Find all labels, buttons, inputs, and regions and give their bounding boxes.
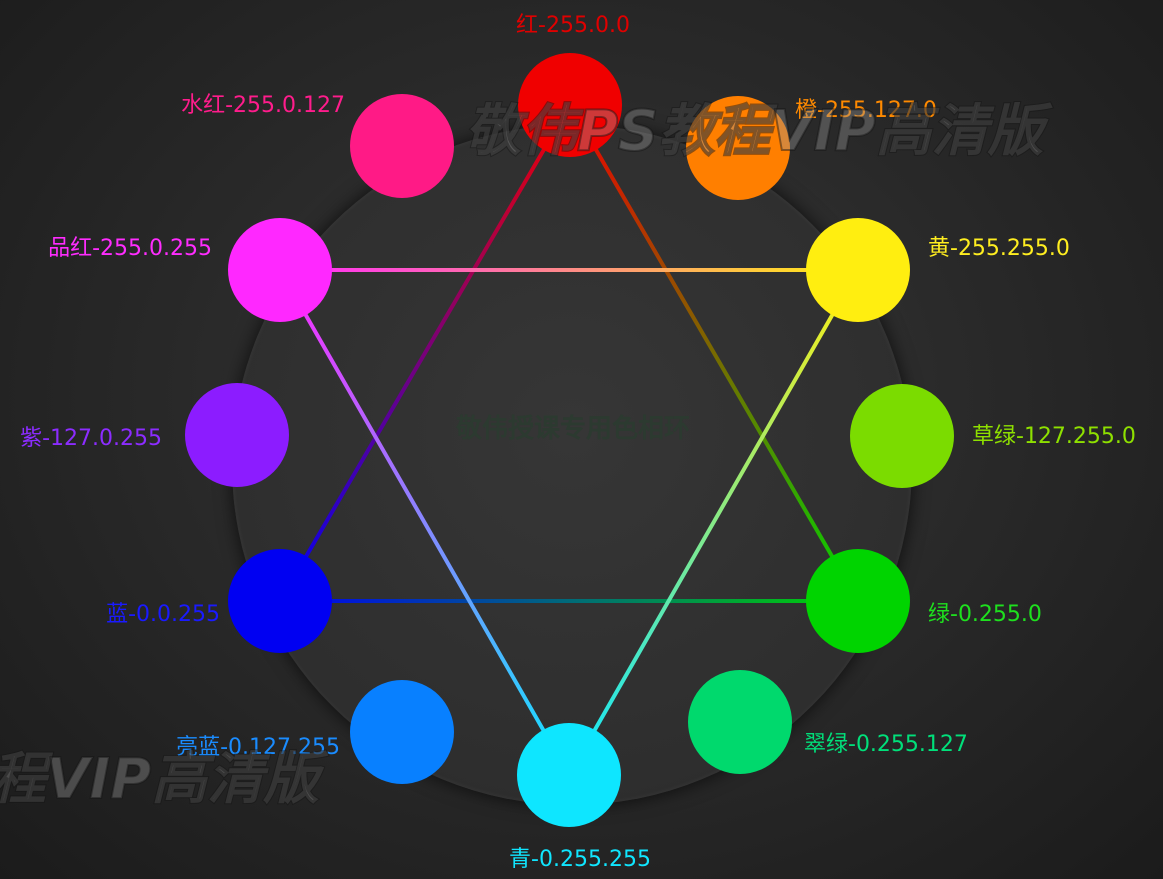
swatch-violet: [185, 383, 289, 487]
triangle-lines: [278, 103, 860, 777]
hue-labels: 红-255.0.0 橙-255.127.0 黄-255.255.0 草绿-127.25…: [20, 13, 1136, 872]
triangle-line-cyan-magenta: [278, 268, 571, 777]
swatch-emerald: [688, 670, 792, 774]
label-light-blue: 亮蓝-0.127.255: [176, 735, 340, 760]
label-magenta: 品红-255.0.255: [48, 236, 212, 261]
label-grass: 草绿-127.255.0: [972, 424, 1136, 449]
label-yellow: 黄-255.255.0: [928, 236, 1070, 261]
center-title: 敬伟授课专用色相环: [455, 413, 690, 444]
swatch-rose: [350, 94, 454, 198]
triangle-line-yellow-cyan: [567, 268, 860, 777]
label-green: 绿-0.255.0: [928, 602, 1042, 627]
swatch-light-blue: [350, 680, 454, 784]
swatch-blue: [228, 549, 332, 653]
triangle-line-red-green: [568, 103, 860, 603]
swatch-green: [806, 549, 910, 653]
swatch-cyan: [517, 723, 621, 827]
label-blue: 蓝-0.0.255: [106, 602, 220, 627]
label-red: 红-255.0.0: [516, 13, 630, 38]
swatch-magenta: [228, 218, 332, 322]
watermark-bottom: 程VIP高清版: [0, 747, 329, 812]
swatch-orange: [686, 96, 790, 200]
label-emerald: 翠绿-0.255.127: [804, 732, 968, 757]
hue-swatches: [185, 53, 954, 827]
label-violet: 紫-127.0.255: [20, 426, 162, 451]
label-cyan: 青-0.255.255: [509, 847, 651, 872]
label-rose: 水红-255.0.127: [181, 93, 345, 118]
swatch-grass: [850, 384, 954, 488]
label-orange: 橙-255.127.0: [795, 98, 937, 123]
swatch-red: [518, 53, 622, 157]
swatch-yellow: [806, 218, 910, 322]
triangle-line-blue-red: [278, 103, 572, 603]
watermark-top: 敬伟PS教程VIP高清版: [465, 99, 1054, 164]
wheel-plate: [232, 125, 912, 805]
